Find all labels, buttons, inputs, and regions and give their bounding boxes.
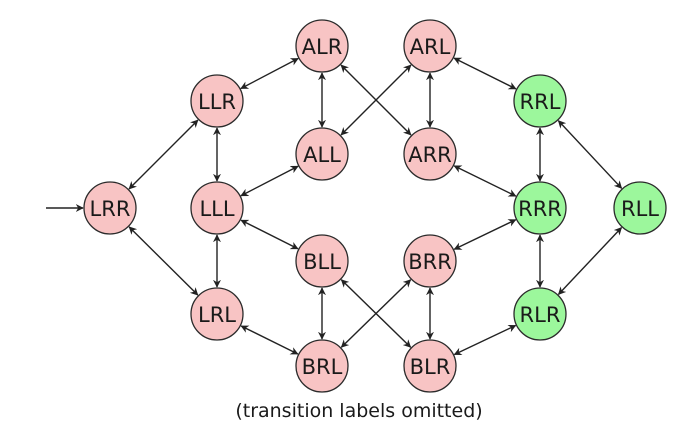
diagram-caption: (transition labels omitted) [235, 400, 482, 422]
state-node-arr: ARR [403, 127, 457, 181]
state-node-arl: ARL [403, 19, 457, 73]
state-node-alr: ALR [295, 19, 349, 73]
edge-arl-rrl [453, 57, 517, 90]
edge-arl-all [340, 64, 412, 136]
edges-layer [46, 57, 623, 356]
state-label: RLL [621, 197, 659, 221]
state-node-blr: BLR [403, 339, 457, 393]
state-circle [295, 19, 349, 73]
state-label: BLR [410, 355, 451, 379]
state-node-rrr: RRR [513, 181, 567, 235]
state-node-brr: BRR [403, 234, 457, 288]
edge-rlr-rll [557, 227, 623, 295]
state-node-lll: LLL [190, 181, 244, 235]
state-circle [83, 181, 137, 235]
edge-lll-all [240, 165, 299, 197]
edge-llr-alr [240, 57, 299, 90]
edge-lrr-llr [128, 119, 199, 190]
state-node-rrl: RRL [513, 74, 567, 128]
state-node-lrl: LRL [190, 287, 244, 341]
edge-rrl-rll [557, 120, 623, 189]
state-circle [190, 74, 244, 128]
state-label: LLR [198, 90, 236, 114]
state-circle [190, 287, 244, 341]
edge-blr-rlr [453, 324, 517, 356]
state-label: RLR [520, 303, 561, 327]
state-circle [513, 74, 567, 128]
edge-lll-bll [240, 219, 299, 250]
state-label: ALR [302, 35, 343, 59]
state-label: BLL [303, 250, 341, 274]
state-circle [403, 234, 457, 288]
state-circle [403, 339, 457, 393]
state-label: RRL [520, 90, 561, 114]
nodes-layer: LRR LLR LLL LRL ALR ALL ARL ARR BLL BRL BRR BLR RRL R… [83, 19, 667, 393]
edge-lrl-brl [240, 325, 299, 355]
state-label: BRL [302, 355, 343, 379]
state-node-rlr: RLR [513, 287, 567, 341]
state-label: BRR [408, 250, 452, 274]
edge-brr-rrr [453, 219, 517, 250]
state-node-rll: RLL [613, 181, 667, 235]
state-circle [513, 287, 567, 341]
state-label: ARL [410, 35, 451, 59]
state-circle [295, 234, 349, 288]
state-label: RRR [518, 197, 562, 221]
edge-lrr-lrl [128, 226, 199, 296]
state-node-llr: LLR [190, 74, 244, 128]
state-circle [403, 19, 457, 73]
state-label: ALL [303, 143, 341, 167]
state-node-lrr: LRR [83, 181, 137, 235]
state-label: LLL [199, 197, 234, 221]
state-circle [403, 127, 457, 181]
state-node-all: ALL [295, 127, 349, 181]
state-circle [513, 181, 567, 235]
edge-arr-rrr [453, 165, 517, 197]
state-circle [190, 181, 244, 235]
state-label: ARR [408, 143, 452, 167]
state-node-bll: BLL [295, 234, 349, 288]
state-circle [295, 127, 349, 181]
state-circle [295, 339, 349, 393]
state-label: LRL [198, 303, 236, 327]
state-label: LRR [90, 197, 131, 221]
edge-brr-brl [340, 279, 412, 348]
state-circle [613, 181, 667, 235]
state-node-brl: BRL [295, 339, 349, 393]
